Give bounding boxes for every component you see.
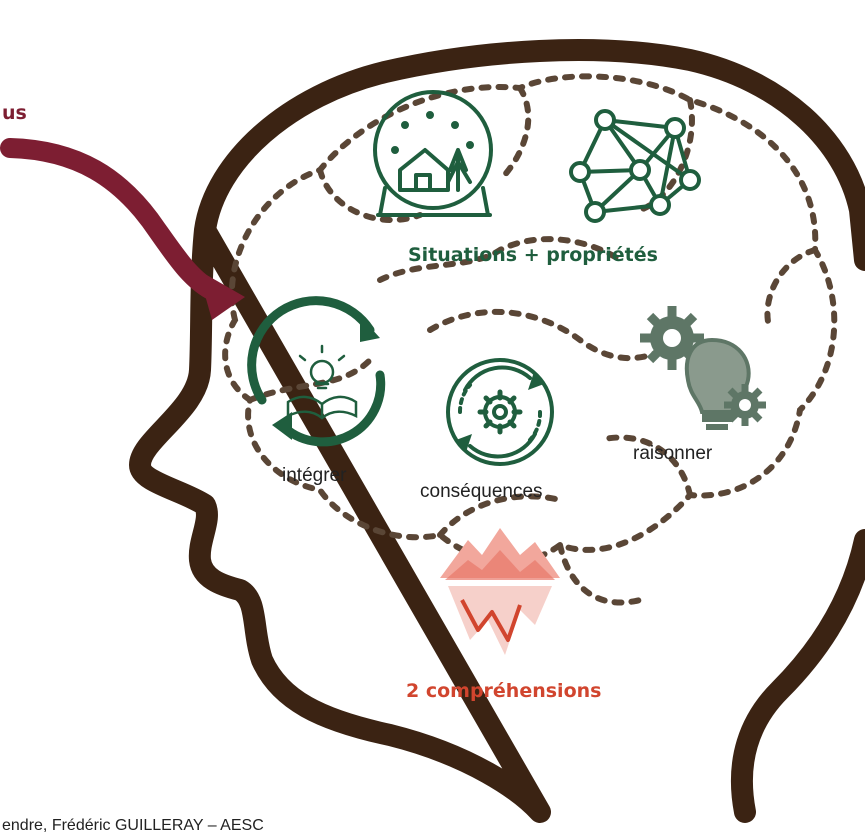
network-icon <box>569 109 701 223</box>
input-arrow-icon <box>0 138 245 320</box>
integrer-label: intégrer <box>282 465 347 486</box>
gear-cycle-icon <box>446 358 554 466</box>
head-outline <box>129 39 865 823</box>
comprehensions-label: 2 compréhensions <box>406 680 602 702</box>
book-bulb-cycle-icon <box>247 296 386 447</box>
top-left-fragment: us <box>2 102 27 124</box>
iceberg-icon <box>440 528 560 655</box>
snow-globe-icon <box>373 90 493 217</box>
raisonner-label: raisonner <box>633 443 713 464</box>
credit-text: endre, Frédéric GUILLERAY – AESC <box>2 817 264 834</box>
gears-bulb-icon <box>640 306 766 430</box>
situations-label: Situations + propriétés <box>408 244 658 266</box>
brain-texture <box>222 73 838 606</box>
consequences-label: conséquences <box>420 481 543 502</box>
